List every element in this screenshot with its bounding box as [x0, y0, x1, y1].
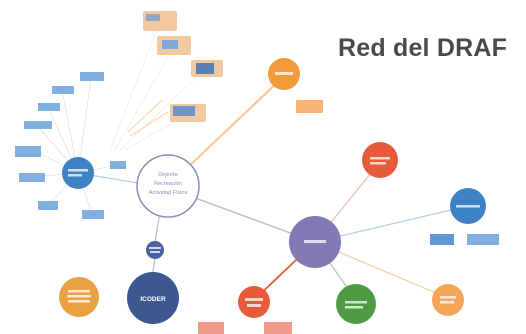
label-mark — [345, 306, 363, 309]
tag-blue — [15, 146, 41, 157]
label-mark — [440, 301, 454, 304]
tag-mark — [196, 63, 214, 74]
tag-blue — [19, 173, 45, 182]
label-mark — [440, 296, 456, 299]
label-mark — [149, 247, 161, 249]
node-label-marks — [67, 72, 480, 309]
label-mark — [68, 290, 90, 293]
tag-mark — [146, 14, 160, 21]
label-mark — [68, 300, 90, 303]
tag-red — [198, 322, 224, 334]
tag-blue — [38, 201, 58, 210]
tag-blue — [430, 234, 454, 245]
green-node — [336, 284, 376, 324]
tag-mark — [162, 40, 178, 49]
center-node — [136, 154, 200, 218]
center-label-line3: Actividad Física — [149, 190, 188, 196]
label-mark — [150, 251, 160, 253]
label-mark — [456, 205, 480, 208]
right-tags — [430, 234, 499, 245]
edge-center-orange — [184, 77, 283, 171]
label-mark — [245, 298, 263, 301]
label-mark — [370, 162, 386, 165]
edge-faint — [129, 111, 169, 137]
icoder-label: ICODER — [140, 296, 166, 303]
tag-orange — [296, 100, 323, 113]
connector-lines — [32, 21, 469, 301]
edge-faint — [127, 99, 163, 133]
small-blue-node — [146, 241, 164, 259]
edge-purple-blue-right — [314, 205, 469, 243]
tag-blue — [110, 161, 126, 169]
edge-center-small-blue — [154, 211, 161, 243]
nodes: Deporte Recreación Actividad Física ICOD… — [59, 58, 486, 324]
tag-blue — [52, 86, 74, 94]
tag-blue — [38, 103, 60, 111]
edge-faint — [114, 45, 175, 151]
label-mark — [67, 295, 91, 298]
diagram-title: Red del DRAF — [338, 34, 508, 62]
label-mark — [345, 301, 367, 304]
label-mark — [68, 169, 88, 172]
edge-faint — [109, 21, 161, 151]
red-top-node — [362, 142, 398, 178]
light-orange-node — [432, 284, 464, 316]
center-label-line2: Recreación — [154, 181, 182, 187]
icoder-node — [127, 272, 179, 324]
edge-faint — [119, 67, 207, 151]
label-mark — [247, 304, 261, 307]
label-mark — [370, 157, 390, 160]
left-tags — [15, 72, 126, 219]
center-label-line1: Deporte — [158, 172, 178, 178]
label-mark — [68, 174, 82, 177]
tag-blue — [80, 72, 104, 81]
top-tags — [143, 11, 323, 122]
blue-left-node — [62, 157, 94, 189]
bottom-tags — [198, 322, 292, 334]
tag-red — [264, 322, 292, 334]
red-bottom-node — [238, 286, 270, 318]
label-mark — [275, 72, 293, 75]
tag-blue — [82, 210, 104, 219]
tag-blue — [24, 121, 52, 129]
label-mark — [304, 240, 326, 243]
edge-small-icoder — [152, 257, 156, 273]
tag-mark — [173, 106, 195, 116]
tag-blue — [467, 234, 499, 245]
